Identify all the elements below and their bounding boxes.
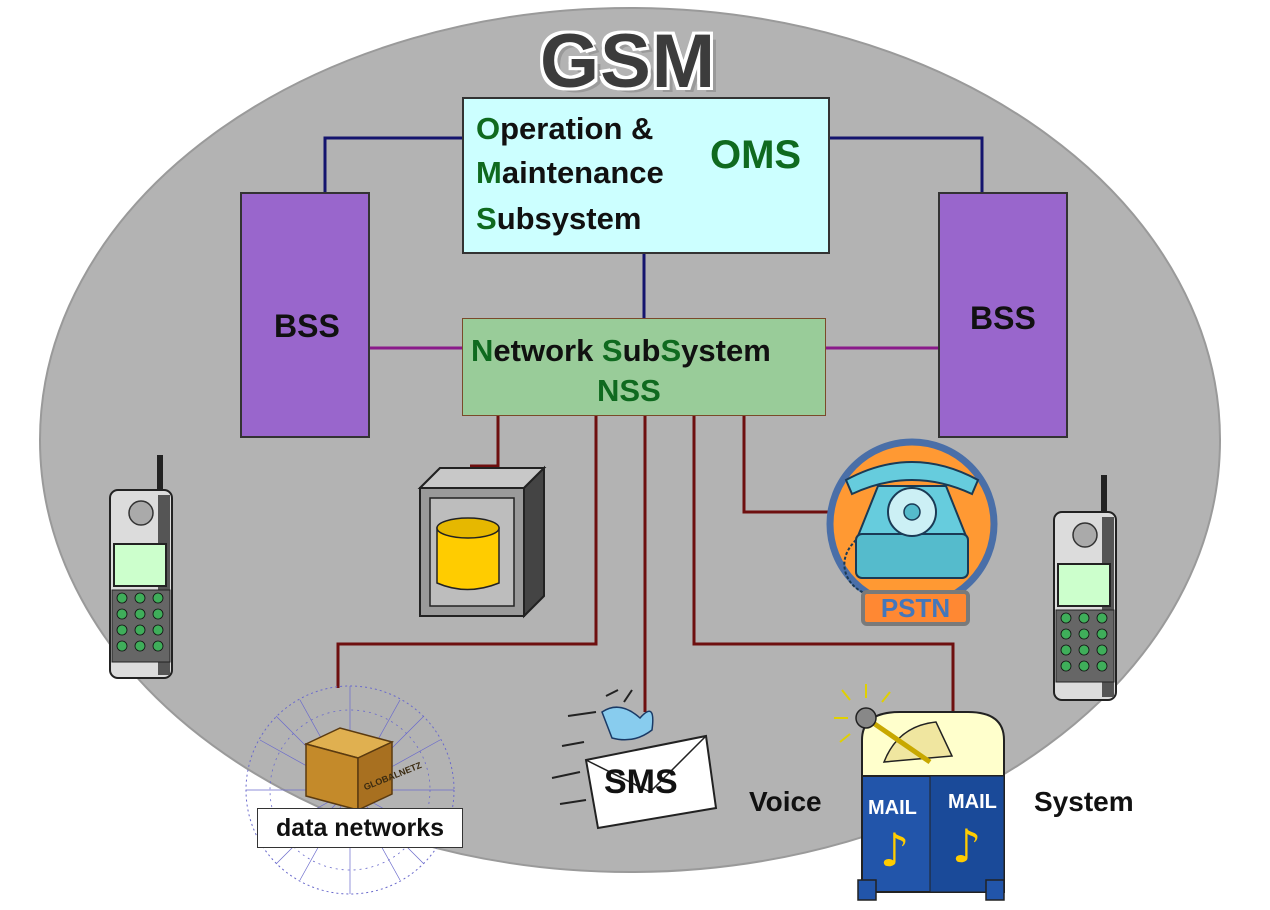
oms-line-1: Operation & [476,111,653,147]
oms-text-3: ubsystem [496,201,642,236]
diagram-title: GSM [540,19,717,104]
nss-text-ub: ub [622,333,661,368]
bss-left-box: BSS [240,192,370,438]
oms-cap-o: O [476,111,501,146]
oms-box: Operation & Maintenance Subsystem OMS [462,97,830,254]
nss-abbr: NSS [597,373,661,408]
oms-text-2: aintenance [501,155,664,190]
pstn-label: PSTN [861,590,970,626]
mailbox-icon: MAIL MAIL ♪ ♪ [834,684,1005,901]
nss-cap-s2: S [660,333,682,368]
oms-text-1: peration & [500,111,654,146]
system-label: System [1034,786,1134,817]
mail-label-right: MAIL [948,791,997,813]
database-safe-icon [417,465,547,619]
data-networks-label: data networks [257,808,463,848]
nss-links [336,416,955,718]
nss-text-etwork: etwork [493,333,602,368]
bss-right-label: BSS [970,300,1036,336]
telephone-icon [826,438,998,610]
nss-cap-s1: S [601,333,623,368]
mobile-phone-icon [1053,475,1117,701]
sms-label: SMS [604,763,678,801]
parcel-globe-icon: GLOBALNETZ [245,685,455,895]
bss-left-label: BSS [274,308,340,344]
oms-line-2: Maintenance [476,155,664,191]
oms-links [323,136,984,318]
nss-cap-n: N [471,333,494,368]
oms-abbr: OMS [710,133,802,177]
nss-box: Network SubSystem NSS [462,318,826,416]
oms-cap-s: S [476,201,497,236]
music-note-icon: ♪ [952,819,981,873]
nss-text-ystem: ystem [681,333,771,368]
bss-right-box: BSS [938,192,1068,438]
oms-line-3: Subsystem [476,201,641,237]
music-note-icon: ♪ [880,823,909,877]
mail-label-left: MAIL [868,797,917,819]
nss-title: Network SubSystem [471,333,771,369]
envelope-icon [551,689,718,830]
voice-label: Voice [749,786,822,817]
mobile-phone-icon [109,455,173,679]
oms-cap-m: M [476,155,502,190]
